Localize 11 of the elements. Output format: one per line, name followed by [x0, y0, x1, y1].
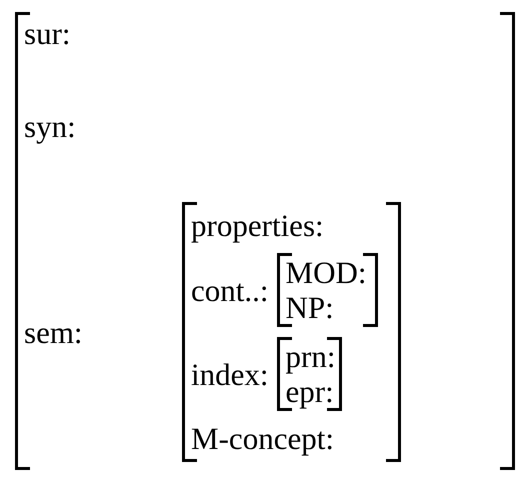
- attribute-label: index:: [191, 356, 269, 392]
- attribute-label: sem:: [24, 314, 84, 350]
- attribute-label: MOD:: [286, 255, 366, 290]
- attribute-label: prn:: [286, 339, 336, 374]
- attribute-label: NP:: [286, 290, 335, 325]
- attribute-label: syn:: [24, 109, 77, 144]
- attribute-label: sur:: [24, 16, 72, 51]
- attribute-label: cont..:: [191, 272, 269, 308]
- attribute-label: epr:: [286, 374, 335, 409]
- attribute-label: properties:: [191, 208, 325, 243]
- attribute-label: M-concept:: [191, 421, 335, 456]
